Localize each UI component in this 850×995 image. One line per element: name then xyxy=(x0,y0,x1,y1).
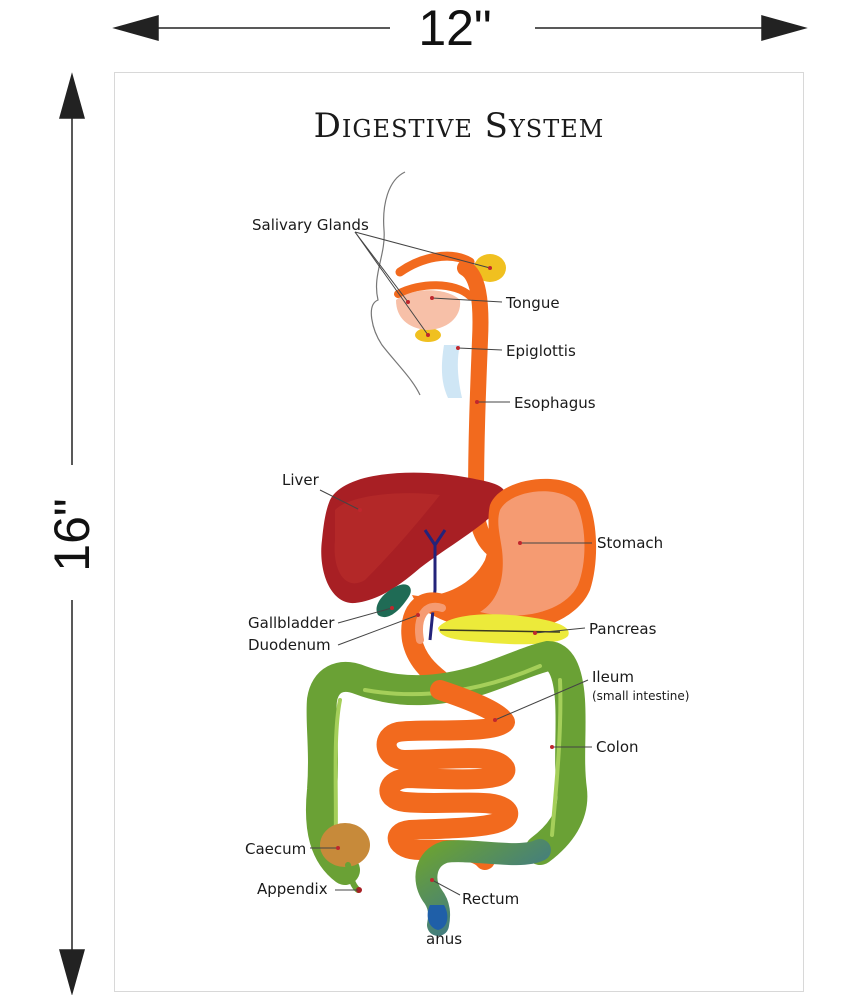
nasal-cavity xyxy=(395,251,475,277)
duodenum-organ xyxy=(401,592,455,690)
oral-cavity xyxy=(394,281,474,300)
width-dimension-arrow xyxy=(112,15,808,41)
stomach-inner xyxy=(480,491,585,616)
label-anus: anus xyxy=(426,930,462,948)
head-outline xyxy=(370,171,421,396)
anal-canal xyxy=(427,905,448,930)
label-colon: Colon xyxy=(596,738,639,756)
poster-title: Digestive System xyxy=(313,106,605,146)
label-epiglottis: Epiglottis xyxy=(506,342,576,360)
trachea xyxy=(441,345,462,398)
gallbladder-organ xyxy=(376,584,411,618)
label-tongue: Tongue xyxy=(505,294,560,312)
label-esophagus: Esophagus xyxy=(514,394,596,412)
duodenum-inner xyxy=(415,602,446,644)
bile-duct xyxy=(423,529,447,641)
colon-organ xyxy=(305,640,588,885)
label-duodenum: Duodenum xyxy=(248,636,331,654)
pancreas-organ xyxy=(438,614,569,645)
esophagus-tube xyxy=(457,260,513,563)
label-pancreas: Pancreas xyxy=(589,620,657,638)
tongue-shape xyxy=(396,290,461,330)
pancreatic-duct xyxy=(439,629,561,633)
width-dimension-label: 12" xyxy=(418,0,492,56)
label-rectum: Rectum xyxy=(462,890,519,908)
label-gallbladder: Gallbladder xyxy=(248,614,335,632)
height-dimension-arrow xyxy=(59,72,85,995)
liver-shade xyxy=(334,493,440,584)
liver-organ xyxy=(321,472,506,604)
label-appendix: Appendix xyxy=(257,880,328,898)
label-salivary-glands: Salivary Glands xyxy=(252,216,369,234)
label-ileum: Ileum xyxy=(592,668,634,686)
leader-dots xyxy=(336,266,554,882)
label-caecum: Caecum xyxy=(245,840,306,858)
label-stomach: Stomach xyxy=(597,534,663,552)
label-ileum-note: (small intestine) xyxy=(592,689,689,703)
small-intestine xyxy=(376,680,518,870)
label-liver: Liver xyxy=(282,471,320,489)
caecum-organ xyxy=(320,823,370,867)
appendix-tip xyxy=(356,887,362,893)
leader-lines xyxy=(310,231,592,896)
